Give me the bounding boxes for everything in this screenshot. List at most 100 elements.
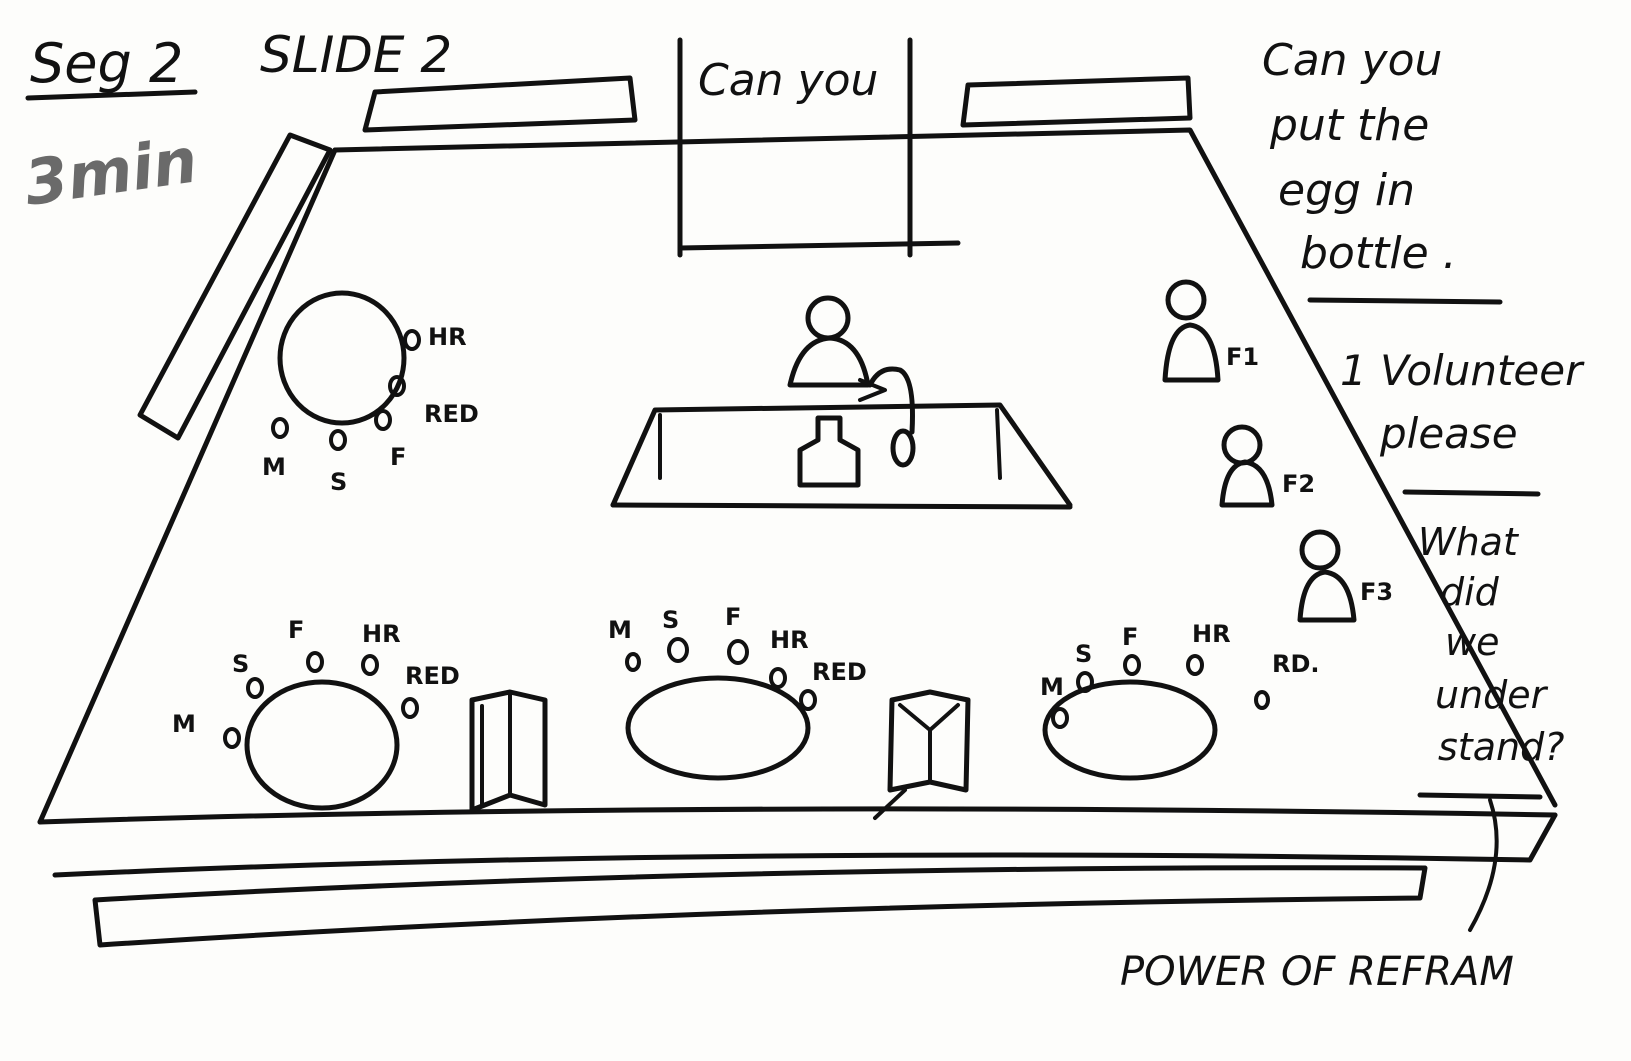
screen-bottom-edge (680, 243, 958, 248)
facilitators: F1 F2 F3 (1165, 282, 1393, 620)
facilitator-body (1300, 572, 1354, 620)
volunteer-line-2: please (1379, 409, 1518, 458)
seat-label: RED (405, 662, 460, 690)
duration-label: 3min (20, 123, 202, 219)
table-leg (997, 410, 1000, 478)
question-line-2: did (1440, 570, 1500, 614)
seat (801, 691, 815, 709)
seat (403, 699, 417, 717)
demo-table-front (613, 505, 1070, 507)
flipchart-1 (472, 692, 545, 810)
facilitator-head (1224, 427, 1260, 463)
question-line-5: stand? (1438, 725, 1564, 769)
egg (893, 431, 913, 465)
prompt-line-3: egg in (1278, 165, 1415, 216)
left-table-group: HR RED F S M (262, 293, 479, 496)
seat-label: HR (770, 626, 809, 654)
prompt-line-1: Can you (1262, 35, 1442, 86)
facilitator-head (1302, 532, 1338, 568)
facilitator-label: F1 (1226, 343, 1259, 371)
seat-label: S (662, 606, 679, 634)
seat-label: RED (424, 400, 479, 428)
flipchart-2 (875, 692, 968, 818)
footer-arrow (1470, 800, 1497, 930)
facilitator-body (1165, 325, 1218, 380)
seat-label: M (262, 453, 286, 481)
volunteer-line-1: 1 Volunteer (1340, 346, 1585, 395)
seat (405, 331, 419, 349)
question-line-3: we (1445, 620, 1499, 664)
window-top-right (963, 78, 1190, 125)
projection-screen: Can you (680, 40, 958, 255)
seat-label: S (1075, 640, 1092, 668)
room-front-edge (40, 809, 1555, 822)
seat-label: F (1122, 623, 1138, 651)
facilitator-label: F3 (1360, 578, 1393, 606)
seat (1053, 709, 1067, 727)
facilitator-body (1222, 462, 1272, 505)
seat-label: RED (812, 658, 867, 686)
presenter-hand (860, 380, 885, 400)
window-top-left (365, 78, 635, 130)
window-bottom (95, 868, 1425, 945)
flipchart-fold (900, 705, 958, 730)
seat (331, 431, 345, 449)
seat-label: M (172, 710, 196, 738)
seat (225, 729, 239, 747)
question-line-4: under (1435, 673, 1549, 717)
seat-label: M (1040, 673, 1064, 701)
bottle (800, 418, 858, 485)
facilitator-1: F1 (1165, 282, 1259, 380)
seat (771, 669, 785, 687)
seat-label: S (330, 468, 347, 496)
seat (729, 641, 747, 663)
seat (248, 679, 262, 697)
facilitator-2: F2 (1222, 427, 1315, 505)
seat (376, 411, 390, 429)
seat-label: HR (428, 323, 467, 351)
seat-label: M (608, 616, 632, 644)
header: Seg 2 SLIDE 2 3min (20, 26, 452, 220)
screen-text: Can you (698, 55, 878, 106)
facilitator-3: F3 (1300, 532, 1393, 620)
seat (627, 654, 639, 670)
seat-label: RD. (1272, 650, 1320, 678)
facilitator-head (1168, 282, 1204, 318)
seat-label: S (232, 650, 249, 678)
slide-title: SLIDE 2 (260, 26, 452, 84)
prompt-line-2: put the (1269, 100, 1429, 151)
notes-divider-3 (1420, 795, 1540, 797)
segment-title: Seg 2 (30, 32, 183, 95)
footer-text: POWER OF REFRAM (1120, 949, 1514, 995)
seat (308, 653, 322, 671)
presenter-head (808, 298, 848, 338)
side-notes: Can you put the egg in bottle . 1 Volunt… (1120, 35, 1585, 995)
seat (1188, 656, 1202, 674)
easel-leg (875, 790, 905, 818)
seat-label: F (288, 616, 304, 644)
seat (363, 656, 377, 674)
seat (669, 639, 687, 661)
seat-label: F (725, 603, 741, 631)
round-table (628, 678, 808, 778)
front-table-3: M S F HR RD. (1040, 620, 1320, 778)
demo-table-group (613, 298, 1070, 507)
round-table (1045, 682, 1215, 778)
round-table (247, 682, 397, 808)
presenter-arm (870, 369, 913, 432)
notes-divider-1 (1310, 300, 1500, 302)
seat-label: HR (362, 620, 401, 648)
prompt-line-4: bottle . (1300, 228, 1457, 279)
question-line-1: What (1418, 520, 1520, 564)
presenter-body (790, 338, 868, 385)
left-round-table (280, 293, 404, 423)
seat-label: F (390, 443, 406, 471)
front-table-1: M S F HR RED (172, 616, 460, 808)
seat (1256, 692, 1268, 708)
seat (1125, 656, 1139, 674)
facilitator-label: F2 (1282, 470, 1315, 498)
notes-divider-2 (1405, 492, 1538, 494)
seat (273, 419, 287, 437)
seat-label: HR (1192, 620, 1231, 648)
